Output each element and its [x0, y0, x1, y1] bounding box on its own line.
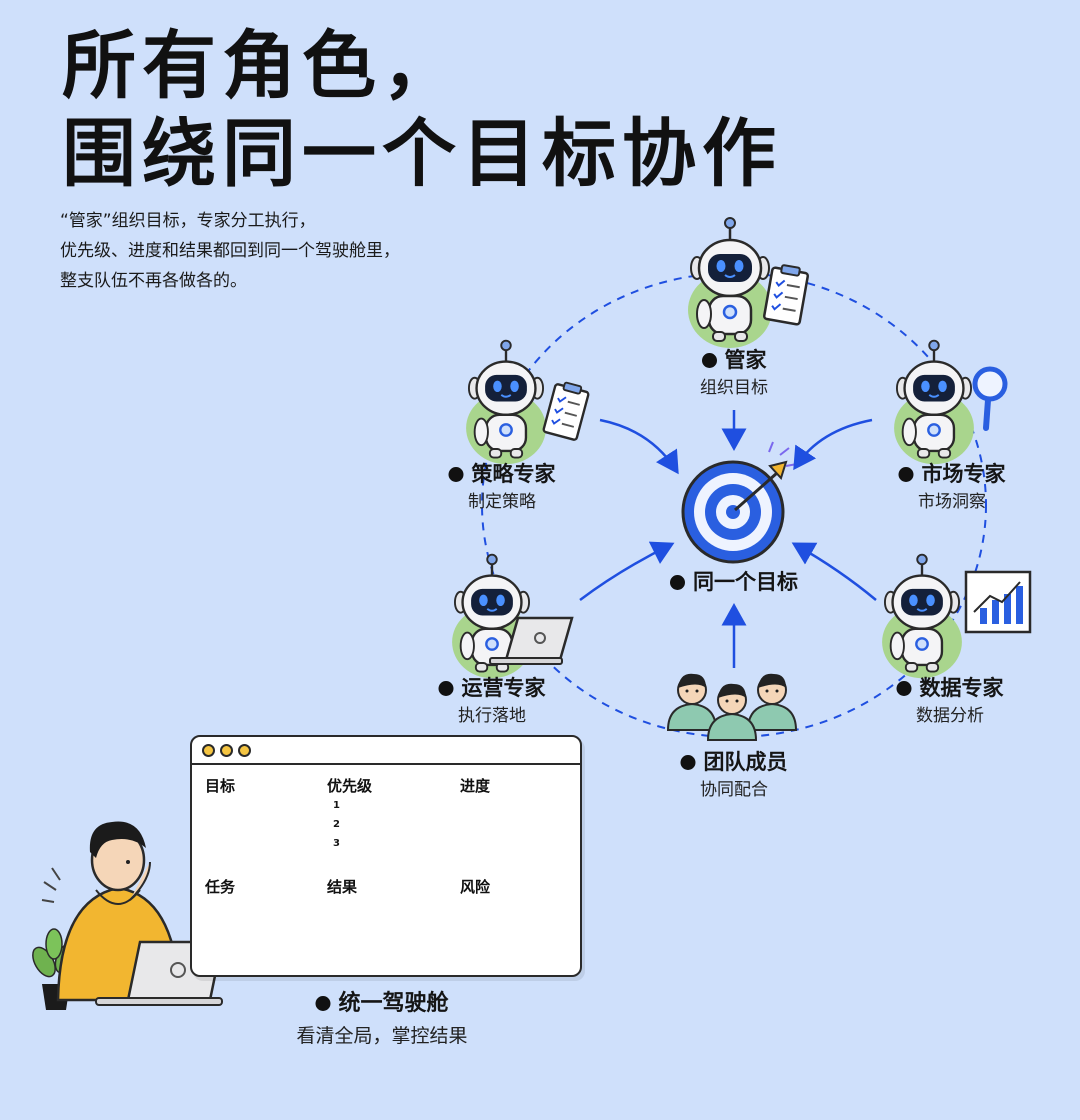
bullet-dot: [701, 353, 717, 368]
dashboard-caption: 统一驾驶舱 看清全局，掌控结果: [296, 990, 467, 1050]
center-goal-name: 同一个目标: [693, 570, 798, 594]
node-team-name: 团队成员: [703, 750, 788, 774]
node-operations: 运营专家 执行落地: [438, 674, 546, 730]
chart-board-icon: [964, 570, 1032, 634]
node-strategy: 策略专家 制定策略: [448, 460, 556, 516]
node-market-name: 市场专家: [921, 462, 1006, 486]
node-team: 团队成员 协同配合: [680, 748, 788, 804]
window-titlebar: [192, 737, 580, 765]
bullet-dot: [896, 681, 912, 696]
bullet-dot: [898, 467, 914, 482]
subtitle-line-1: “管家”组织目标，专家分工执行，: [60, 211, 316, 231]
priority-mark-3: 3: [333, 838, 340, 849]
robot-icon: [892, 339, 976, 466]
priority-mark-2: 2: [333, 819, 340, 830]
node-center: 同一个目标: [670, 568, 798, 596]
bullet-dot: [448, 467, 464, 482]
panel-goal-title: 目标: [205, 777, 236, 795]
arrow-icon: [793, 418, 873, 471]
subtitle: “管家”组织目标，专家分工执行， 优先级、进度和结果都回到同一个驾驶舱里， 整支…: [60, 206, 400, 296]
robot-icon: [686, 216, 774, 350]
node-operations-name: 运营专家: [461, 676, 546, 700]
person-icon: [747, 672, 797, 731]
priority-mark-1: 1: [333, 800, 340, 811]
node-data-name: 数据专家: [919, 676, 1004, 700]
arrows: [579, 410, 877, 668]
node-butler-name: 管家: [724, 348, 767, 372]
node-strategy-name: 策略专家: [471, 462, 556, 486]
bullet-dot: [670, 575, 685, 590]
node-team-desc: 协同配合: [700, 780, 768, 800]
node-butler: 管家 组织目标: [700, 346, 768, 402]
node-operations-desc: 执行落地: [458, 706, 526, 726]
subtitle-line-3: 整支队伍不再各做各的。: [60, 271, 247, 291]
bullet-dot: [438, 681, 454, 696]
window-dot: [202, 743, 215, 757]
robot-icon: [464, 339, 548, 466]
node-data: 数据专家 数据分析: [896, 674, 1004, 730]
robot-icon: [880, 553, 964, 680]
arrow-icon: [579, 541, 675, 602]
dashboard-desc: 看清全局，掌控结果: [296, 1025, 468, 1047]
title-line-1: 所有角色，: [62, 23, 462, 109]
arrow-icon: [791, 542, 877, 601]
clipboard-icon: [541, 378, 592, 442]
panel-progress-title: 进度: [460, 777, 491, 795]
node-butler-desc: 组织目标: [700, 378, 768, 398]
panel-task-title: 任务: [205, 878, 236, 896]
person-icon: [707, 682, 757, 741]
node-data-desc: 数据分析: [916, 706, 984, 726]
person-icon: [667, 672, 717, 731]
target-icon: [681, 441, 798, 564]
window-dot: [238, 743, 251, 757]
dashboard-name: 统一驾驶舱: [338, 991, 449, 1016]
panel-result-title: 结果: [327, 878, 358, 896]
window-dot: [220, 743, 233, 757]
title-line-2: 围绕同一个目标协作: [62, 111, 782, 197]
clipboard-icon: [762, 262, 811, 326]
page-title: 所有角色， 围绕同一个目标协作: [62, 22, 782, 198]
bullet-dot: [680, 755, 696, 770]
arrow-icon: [599, 418, 679, 475]
people-icon: [667, 672, 797, 741]
magnifier-icon: [972, 366, 1008, 431]
node-market: 市场专家 市场洞察: [898, 460, 1006, 516]
dashboard-window: [190, 735, 582, 977]
node-strategy-desc: 制定策略: [468, 492, 536, 512]
bullet-dot: [315, 996, 331, 1011]
panel-priority-title: 优先级: [327, 777, 373, 795]
laptop-icon: [489, 616, 574, 665]
subtitle-line-2: 优先级、进度和结果都回到同一个驾驶舱里，: [60, 241, 400, 261]
node-market-desc: 市场洞察: [918, 492, 986, 512]
panel-risk-title: 风险: [460, 878, 491, 896]
